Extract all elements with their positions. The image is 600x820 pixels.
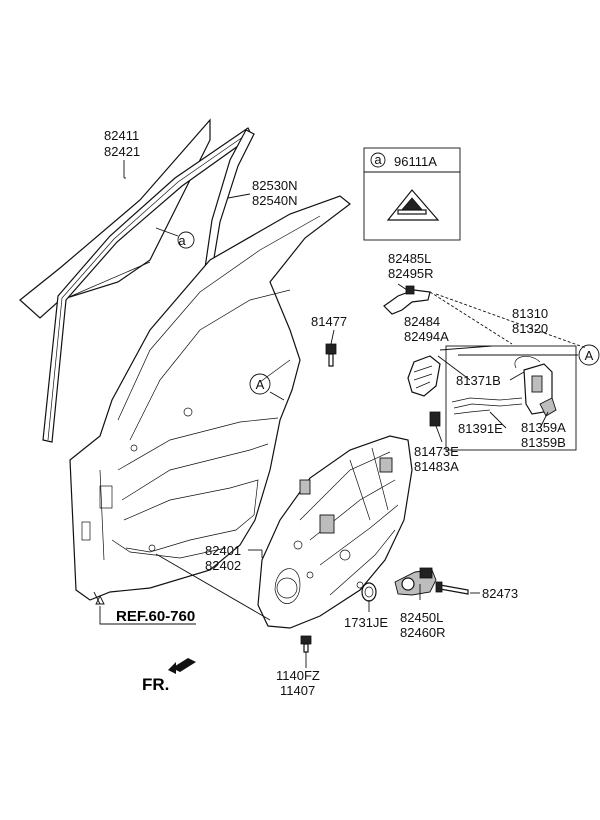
label-cover-2: 81359B	[521, 435, 566, 450]
label-screw-1: 1140FZ	[276, 668, 320, 683]
legend-box	[363, 147, 461, 241]
ref-a-marker-glass	[177, 231, 195, 249]
label-clip-2: 81483A	[414, 459, 459, 474]
label-handle-bracket-2: 82495R	[388, 266, 434, 281]
label-latch-b: 81371B	[456, 373, 501, 388]
label-glass-1: 82411	[104, 128, 139, 143]
label-latch-1: 81310	[512, 306, 548, 321]
door-frame	[69, 195, 351, 601]
label-inner-handle-1: 82484	[404, 314, 440, 329]
label-legend-ref: a	[374, 152, 382, 167]
label-glass-2: 82421	[104, 144, 140, 159]
label-channel-1: 82530N	[252, 178, 298, 193]
channel-strip	[204, 129, 255, 271]
label-grommet: 1731JE	[344, 615, 388, 630]
label-channel-2: 82540N	[252, 193, 298, 208]
label-ref-body: REF.60-760	[116, 608, 195, 625]
ref-a-marker-door	[249, 373, 271, 395]
label-inner-handle-2: 82494A	[404, 329, 449, 344]
door-glass	[19, 118, 211, 319]
label-clip-1: 81473E	[414, 444, 459, 459]
front-arrow-icon	[168, 658, 196, 674]
label-motor-1: 82450L	[400, 610, 443, 625]
label-ref-a1: A	[256, 377, 265, 392]
label-regulator-1: 82401	[205, 543, 241, 558]
label-bolt-82473: 82473	[482, 586, 518, 601]
inner-handle	[407, 355, 441, 397]
label-motor-2: 82460R	[400, 625, 446, 640]
label-bolt-81477: 81477	[311, 314, 347, 329]
label-screw-2: 11407	[280, 683, 315, 698]
window-regulator-panel	[257, 435, 413, 629]
label-handle-bracket-1: 82485L	[388, 251, 431, 266]
regulator-motor	[394, 567, 437, 596]
label-cover-1: 81359A	[521, 420, 566, 435]
bolt-81477	[325, 343, 337, 367]
bolt-82473	[435, 581, 469, 595]
label-rod: 81391E	[458, 421, 503, 436]
label-front: FR.	[142, 675, 169, 694]
label-ref-a2: A	[585, 348, 594, 363]
latch-box	[445, 345, 577, 451]
label-regulator-2: 82402	[205, 558, 241, 573]
handle-bracket	[383, 285, 431, 315]
grommet	[361, 582, 377, 602]
clip-81473e	[429, 411, 441, 427]
label-latch-2: 81320	[512, 321, 548, 336]
ref-a-marker-box	[578, 344, 600, 366]
screw-1140fz	[300, 635, 312, 653]
label-legend-code: 96111A	[394, 154, 437, 169]
leader-lines	[93, 160, 587, 668]
label-glass-ref: a	[178, 233, 186, 248]
